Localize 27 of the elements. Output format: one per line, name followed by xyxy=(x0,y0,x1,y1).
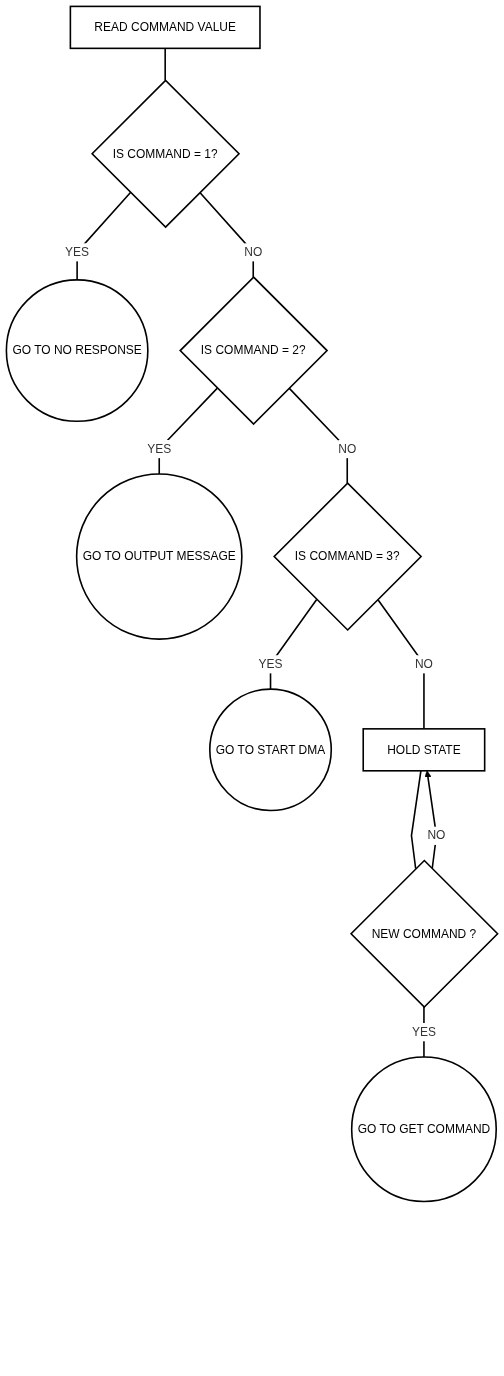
edge-label: NO xyxy=(244,244,263,259)
node-circle: GO TO NO RESPONSE xyxy=(5,279,149,423)
edge-label: NO xyxy=(427,828,446,842)
connector xyxy=(410,770,422,870)
node-diamond: IS COMMAND = 1? xyxy=(91,79,241,229)
node-circle: GO TO OUTPUT MESSAGE xyxy=(75,473,243,640)
node-diamond: NEW COMMAND ? xyxy=(349,859,499,1009)
node-diamond: IS COMMAND = 3? xyxy=(273,482,423,632)
edge-label: YES xyxy=(65,244,90,259)
edge-label: NO xyxy=(338,441,357,456)
connector xyxy=(199,191,255,278)
node-box: HOLD STATE xyxy=(362,728,486,772)
node-diamond: IS COMMAND = 2? xyxy=(179,276,329,426)
edge-label: YES xyxy=(258,656,283,671)
edge-label: YES xyxy=(147,441,172,456)
node-circle: GO TO GET COMMAND xyxy=(350,1056,497,1203)
node-box: READ COMMAND VALUE xyxy=(69,5,261,50)
connector xyxy=(76,191,132,281)
connector xyxy=(423,1006,425,1058)
connector xyxy=(158,387,219,475)
connector xyxy=(288,387,349,484)
connector xyxy=(377,598,425,730)
edge-label: YES xyxy=(411,1024,436,1039)
connector xyxy=(269,598,318,690)
edge-label: NO xyxy=(414,656,433,671)
node-circle: GO TO START DMA xyxy=(209,688,333,812)
connector xyxy=(164,47,166,82)
